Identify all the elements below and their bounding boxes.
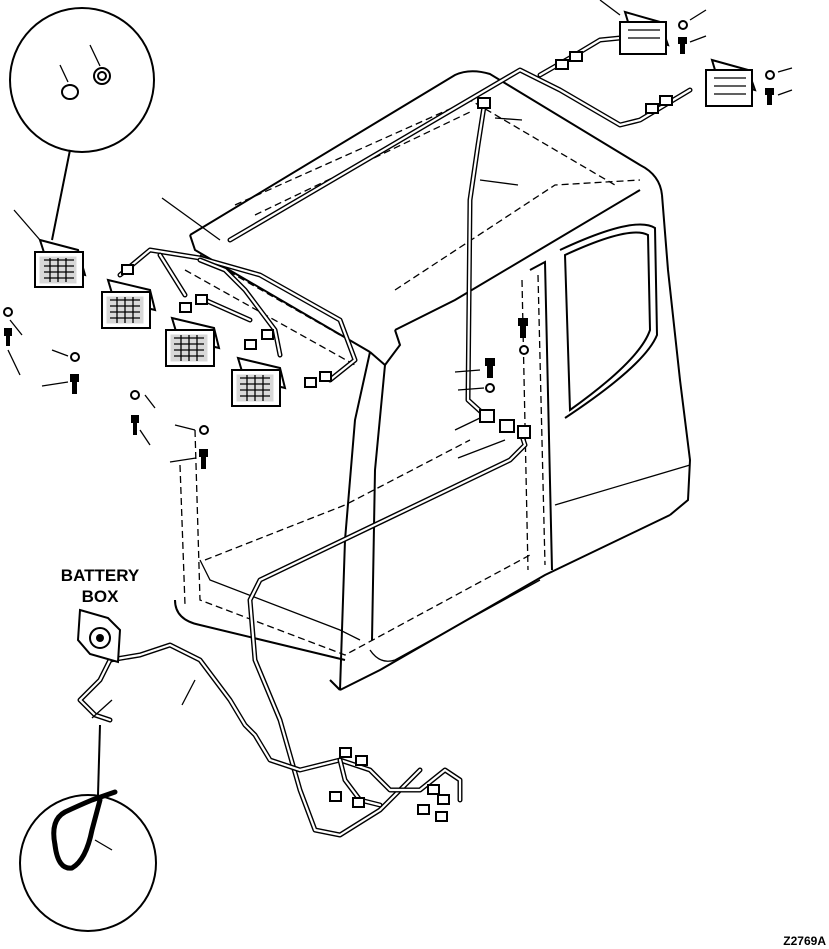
detail-callout-strap: [19, 724, 157, 932]
connectors: [121, 51, 673, 822]
battery-box-switch: [76, 608, 122, 664]
lamp-2: [101, 278, 157, 329]
lamp-1: [34, 238, 87, 288]
rear-lamp-1: [619, 10, 670, 55]
rear-work-lamps: [619, 10, 757, 107]
lamp-3: [165, 316, 221, 367]
figure-code: Z2769A: [783, 934, 826, 948]
wire-harness: [77, 35, 693, 838]
battery-box-label-line2: BOX: [82, 587, 120, 606]
lamp-4: [231, 356, 287, 407]
leader-lines: [7, 0, 793, 719]
mounting-hardware: [3, 20, 775, 469]
front-work-lamps: [34, 238, 287, 407]
rear-lamp-2: [705, 58, 757, 107]
cab-body: [174, 70, 692, 691]
battery-box-label-line1: BATTERY: [61, 566, 140, 585]
detail-callout-grommet: [9, 7, 155, 241]
